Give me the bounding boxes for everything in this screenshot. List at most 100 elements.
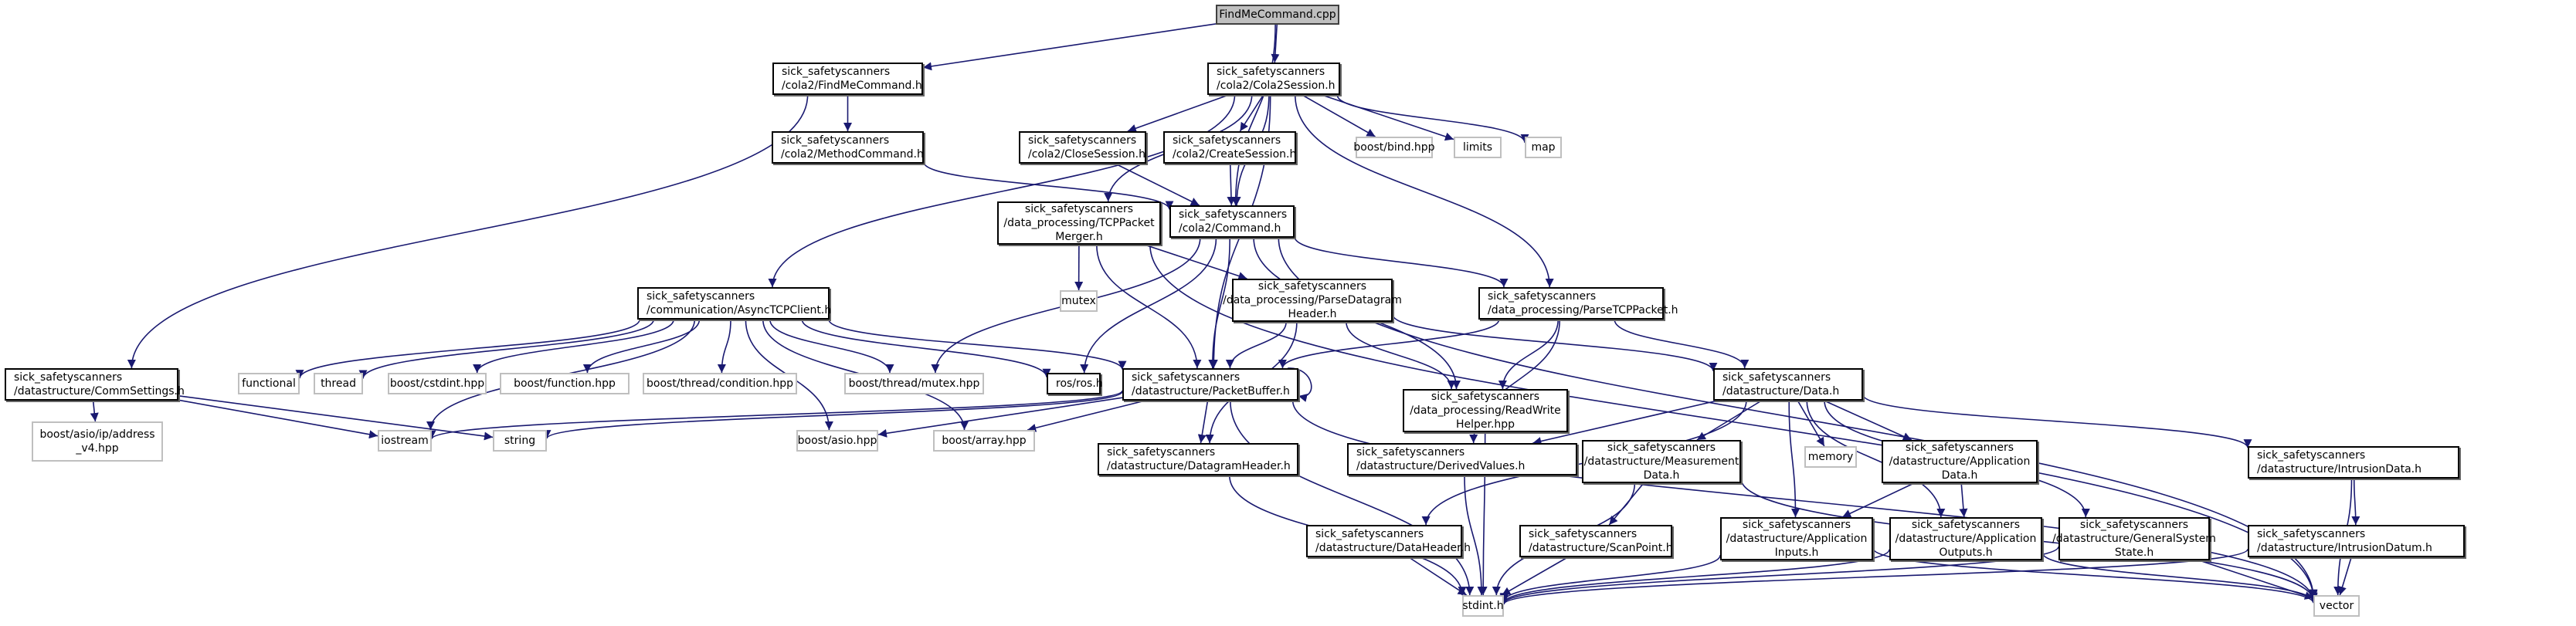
node-commsettings[interactable]: sick_safetyscanners /datastructure/CommS… [5, 368, 185, 401]
edge-parsetcp-to-packetbuffer [1278, 319, 1500, 369]
edge-commsettings-to-addressv4 [90, 400, 99, 422]
edge-tcpmerger-to-packetbuffer [1096, 244, 1202, 369]
node-condition[interactable]: boost/thread/condition.hpp [643, 373, 797, 394]
node-asynctcp[interactable]: sick_safetyscanners /communication/Async… [637, 287, 832, 320]
edge-packetbuffer-to-string [542, 391, 1123, 439]
node-derived[interactable]: sick_safetyscanners /datastructure/Deriv… [1347, 443, 1577, 475]
node-command[interactable]: sick_safetyscanners /cola2/Command.h [1169, 205, 1295, 238]
node-limits[interactable]: limits [1454, 137, 1502, 158]
node-label: sick_safetyscanners /datastructure/Datag… [1107, 446, 1291, 472]
node-label: boost/asio/ip/address _v4.hpp [39, 428, 155, 455]
node-methodcommand[interactable]: sick_safetyscanners /cola2/MethodCommand… [772, 131, 924, 164]
node-gss[interactable]: sick_safetyscanners /datastructure/Gener… [2052, 517, 2216, 560]
node-dgheader[interactable]: sick_safetyscanners /datastructure/Datag… [1098, 443, 1298, 475]
node-appdata[interactable]: sick_safetyscanners /datastructure/Appli… [1882, 440, 2038, 483]
node-findme-h[interactable]: sick_safetyscanners /cola2/FindMeCommand… [772, 63, 923, 95]
node-label: sick_safetyscanners /datastructure/Gener… [2052, 519, 2216, 559]
edge-asynctcp-to-cstdint [473, 319, 674, 374]
edge-parsedgheader-to-data [1392, 314, 1718, 372]
node-label: boost/thread/mutex.hpp [848, 377, 980, 390]
node-iostream[interactable]: iostream [378, 430, 432, 452]
node-asio[interactable]: boost/asio.hpp [796, 430, 878, 452]
edge-root-to-cola2session [1271, 24, 1280, 63]
edge-asynctcp-to-function [582, 319, 701, 374]
node-cola2session[interactable]: sick_safetyscanners /cola2/Cola2Session.… [1207, 63, 1340, 95]
node-label: map [1531, 141, 1556, 154]
node-intrusiondatum[interactable]: sick_safetyscanners /datastructure/Intru… [2248, 525, 2465, 557]
node-label: boost/bind.hpp [1353, 141, 1435, 154]
edge-dataheader-to-stdint [1408, 557, 1468, 596]
node-label: boost/cstdint.hpp [389, 377, 485, 390]
node-appinputs[interactable]: sick_safetyscanners /datastructure/Appli… [1720, 517, 1873, 560]
node-function[interactable]: boost/function.hpp [500, 373, 630, 394]
node-tcpmerger[interactable]: sick_safetyscanners /data_processing/TCP… [997, 201, 1161, 245]
node-appoutputs[interactable]: sick_safetyscanners /datastructure/Appli… [1889, 517, 2042, 560]
edge-packetbuffer-to-array [1027, 400, 1145, 432]
node-packetbuffer[interactable]: sick_safetyscanners /datastructure/Packe… [1122, 368, 1298, 401]
node-label: sick_safetyscanners /datastructure/Deriv… [1356, 446, 1526, 472]
edge-commsettings-to-iostream [178, 399, 378, 439]
node-measurement[interactable]: sick_safetyscanners /datastructure/Measu… [1582, 440, 1741, 483]
edge-packetbuffer-to-dgheader [1197, 400, 1209, 444]
node-bmutex[interactable]: boost/thread/mutex.hpp [844, 373, 984, 394]
node-functional[interactable]: functional [238, 373, 300, 394]
edge-packetbuffer-to-stdint [1230, 400, 1475, 596]
edge-data-to-appoutputs [1806, 400, 1946, 518]
node-createsession[interactable]: sick_safetyscanners /cola2/CreateSession… [1163, 131, 1296, 164]
node-label: sick_safetyscanners /communication/Async… [647, 290, 832, 316]
node-addressv4[interactable]: boost/asio/ip/address _v4.hpp [32, 421, 163, 462]
node-root[interactable]: FindMeCommand.cpp [1216, 5, 1339, 25]
edge-appinputs-to-stdint [1499, 554, 1721, 602]
node-map[interactable]: map [1525, 137, 1562, 158]
edge-parsedgheader-to-readwrite [1346, 321, 1456, 390]
node-label: sick_safetyscanners /cola2/CreateSession… [1173, 134, 1297, 161]
node-thread[interactable]: thread [314, 373, 363, 394]
edge-data-to-intrusiondata [1862, 394, 2252, 448]
edge-asynctcp-to-functional [295, 319, 640, 379]
node-vector[interactable]: vector [2313, 595, 2360, 617]
node-label: sick_safetyscanners /datastructure/CommS… [14, 371, 185, 398]
edge-root-to-findme_h [922, 23, 1217, 71]
node-dataheader[interactable]: sick_safetyscanners /datastructure/DataH… [1306, 525, 1471, 557]
node-mutex[interactable]: mutex [1060, 290, 1098, 312]
node-label: sick_safetyscanners /datastructure/Appli… [1889, 442, 2031, 482]
edge-derived-to-stdint [1464, 475, 1486, 596]
edge-data-to-memory [1797, 400, 1825, 447]
edge-cola2session-to-closesession [1127, 94, 1229, 133]
node-memory[interactable]: memory [1804, 446, 1857, 468]
node-cstdint[interactable]: boost/cstdint.hpp [388, 373, 487, 394]
node-label: sick_safetyscanners /cola2/Command.h [1179, 208, 1288, 235]
node-readwrite[interactable]: sick_safetyscanners /data_processing/Rea… [1403, 389, 1568, 432]
node-bind[interactable]: boost/bind.hpp [1353, 137, 1435, 158]
edge-cola2session-to-parsetcp [1295, 94, 1554, 288]
node-label: mutex [1061, 295, 1096, 307]
node-parsedgheader[interactable]: sick_safetyscanners /data_processing/Par… [1223, 279, 1402, 322]
edge-findme_h-to-commsettings [127, 94, 809, 369]
edge-asynctcp-to-packetbuffer [828, 319, 1127, 370]
node-intrusiondata[interactable]: sick_safetyscanners /datastructure/Intru… [2248, 446, 2459, 479]
edge-asynctcp-to-condition [717, 319, 731, 374]
node-array[interactable]: boost/array.hpp [933, 430, 1035, 452]
edge-cola2session-to-map [1336, 94, 1529, 144]
node-ros[interactable]: ros/ros.h [1047, 373, 1103, 394]
node-label: sick_safetyscanners /cola2/Cola2Session.… [1217, 66, 1336, 92]
node-label: functional [242, 377, 296, 390]
edge-parsedgheader-to-packetbuffer [1225, 321, 1287, 369]
node-scanpoint[interactable]: sick_safetyscanners /datastructure/ScanP… [1519, 525, 1673, 557]
edge-root-to-command [1231, 24, 1276, 206]
node-stdint[interactable]: stdint.h [1462, 595, 1504, 617]
node-label: sick_safetyscanners /datastructure/Intru… [2257, 528, 2432, 554]
edge-cola2session-to-asynctcp [768, 94, 1236, 288]
node-label: boost/asio.hpp [797, 435, 877, 447]
node-string[interactable]: string [493, 430, 547, 452]
edge-intrusiondata-to-intrusiondatum [2351, 478, 2360, 526]
node-data[interactable]: sick_safetyscanners /datastructure/Data.… [1713, 368, 1863, 401]
edge-asynctcp-to-thread [358, 319, 654, 379]
edge-data-to-derived [1532, 400, 1718, 445]
edge-appdata-to-appinputs [1841, 482, 1915, 518]
node-parsetcp[interactable]: sick_safetyscanners /data_processing/Par… [1478, 287, 1678, 320]
node-label: boost/function.hpp [514, 377, 616, 390]
node-closesession[interactable]: sick_safetyscanners /cola2/CloseSession.… [1019, 131, 1146, 164]
node-label: sick_safetyscanners /cola2/MethodCommand… [781, 134, 924, 161]
edge-closesession-to-command [1115, 163, 1200, 206]
